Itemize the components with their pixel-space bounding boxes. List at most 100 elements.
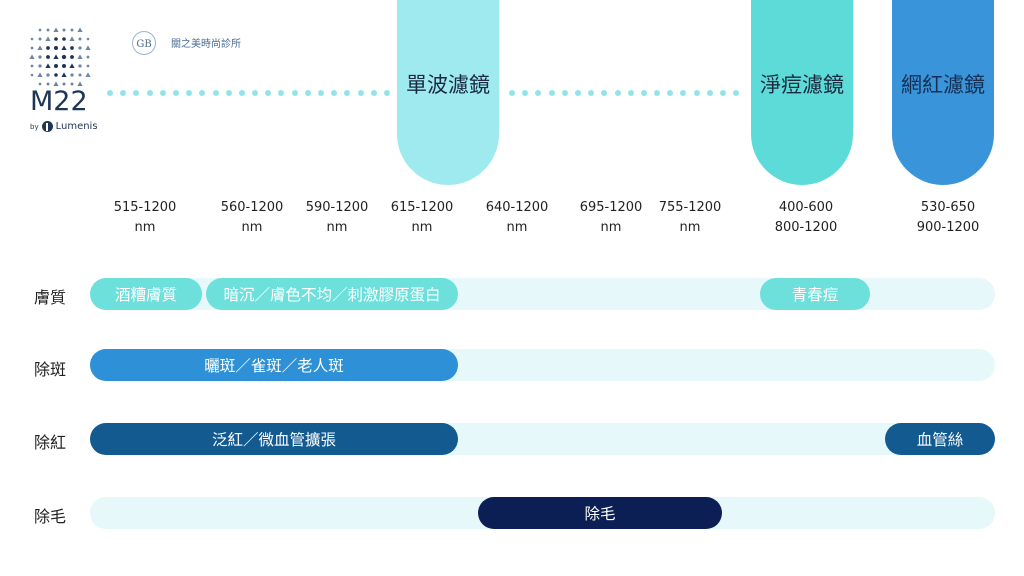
row-label-skin-quality: 膚質 xyxy=(34,288,67,307)
lumenis-logo-icon xyxy=(41,121,53,132)
wavelength-acne: 400-600 800-1200 xyxy=(761,198,851,238)
logo-dot xyxy=(70,28,74,32)
dotted-connector-middle xyxy=(509,89,740,97)
connector-dot xyxy=(331,90,338,96)
logo-dot xyxy=(46,82,50,86)
logo-dot xyxy=(46,55,50,59)
logo-dot xyxy=(62,28,66,32)
wavelength-range: 530-650 xyxy=(920,200,976,215)
logo-dot xyxy=(78,64,82,68)
wavelength-unit: nm xyxy=(411,220,433,235)
logo-dot xyxy=(53,27,59,32)
wavelength-range-secondary: 800-1200 xyxy=(774,220,838,235)
filter-single-wave: 單波濾鏡 xyxy=(397,0,499,185)
logo-dot xyxy=(61,63,67,69)
treatment-redness-capillaries: 泛紅／微血管擴張 xyxy=(90,423,458,455)
logo-dot xyxy=(78,73,82,77)
connector-dot xyxy=(225,90,232,96)
treatment-rosacea: 酒糟膚質 xyxy=(90,278,202,310)
logo-dot xyxy=(37,72,43,77)
row-label-hair-removal: 除毛 xyxy=(34,507,67,526)
connector-dot xyxy=(238,90,245,96)
logo-dot xyxy=(69,36,75,41)
logo-dot xyxy=(86,55,90,59)
wavelength-615: 615-1200 nm xyxy=(377,198,467,238)
connector-dot xyxy=(654,90,661,96)
connector-dot xyxy=(146,90,153,96)
wavelength-695: 695-1200 nm xyxy=(566,198,656,238)
filter-vascular-label: 網紅濾鏡 xyxy=(901,73,985,97)
connector-dot xyxy=(522,90,529,96)
connector-dot xyxy=(107,90,113,96)
logo-dot xyxy=(46,46,50,50)
logo-dot xyxy=(30,46,34,50)
connector-dot xyxy=(199,90,206,96)
connector-dot xyxy=(278,90,285,96)
connector-dot xyxy=(548,90,555,96)
connector-dot xyxy=(601,90,608,96)
logo-dot xyxy=(53,45,59,51)
wavelength-range: 755-1200 xyxy=(658,200,722,215)
wavelength-range-secondary: 900-1200 xyxy=(916,220,980,235)
treatment-acne: 青春痘 xyxy=(760,278,870,310)
logo-dot xyxy=(86,64,90,68)
connector-dot xyxy=(172,90,179,96)
logo-dot xyxy=(70,82,74,86)
logo-dot xyxy=(78,37,82,41)
logo-dot xyxy=(38,55,42,59)
connector-dot xyxy=(304,90,311,96)
logo-dot xyxy=(85,72,91,77)
m22-logo-mark-icon xyxy=(29,27,91,86)
wavelength-range: 695-1200 xyxy=(579,200,643,215)
logo-dot xyxy=(78,46,82,50)
wavelength-unit: nm xyxy=(326,220,348,235)
connector-dot xyxy=(693,90,700,96)
connector-dot xyxy=(574,90,581,96)
logo-dot xyxy=(38,82,42,86)
brand-by-text: by xyxy=(30,122,39,131)
treatment-sun-spots: 曬斑／雀斑／老人斑 xyxy=(90,349,458,381)
connector-dot xyxy=(614,90,621,96)
connector-dot xyxy=(640,90,647,96)
logo-dot xyxy=(38,37,42,41)
connector-dot xyxy=(680,90,687,96)
connector-dot xyxy=(733,90,740,96)
dotted-connector-left xyxy=(107,89,390,97)
logo-dot xyxy=(62,82,66,86)
wavelength-755: 755-1200 nm xyxy=(645,198,735,238)
wavelength-560: 560-1200 nm xyxy=(207,198,297,238)
wavelength-range: 615-1200 xyxy=(390,200,454,215)
connector-dot xyxy=(667,90,674,96)
wavelength-515: 515-1200 nm xyxy=(100,198,190,238)
connector-dot xyxy=(706,90,713,96)
connector-dot xyxy=(588,90,595,96)
logo-dot xyxy=(77,27,83,32)
row-label-redness-removal: 除紅 xyxy=(34,433,67,452)
logo-dot xyxy=(45,36,51,41)
logo-dot xyxy=(85,45,91,50)
logo-dot xyxy=(54,73,58,77)
brand-maker: by Lumenis xyxy=(30,121,98,132)
wavelength-unit: nm xyxy=(679,220,701,235)
connector-dot xyxy=(357,90,364,96)
wavelength-unit: nm xyxy=(134,220,156,235)
connector-dot xyxy=(318,90,324,96)
treatment-hair-removal: 除毛 xyxy=(478,497,722,529)
connector-dot xyxy=(383,90,390,96)
connector-dot xyxy=(720,90,726,96)
connector-dot xyxy=(212,90,219,96)
connector-dot xyxy=(344,90,351,96)
logo-dot xyxy=(38,64,42,68)
connector-dot xyxy=(291,90,298,96)
filter-acne: 淨痘濾鏡 xyxy=(751,0,853,185)
wavelength-unit: nm xyxy=(241,220,263,235)
wavelength-unit: nm xyxy=(506,220,528,235)
wavelength-range: 560-1200 xyxy=(220,200,284,215)
logo-dot xyxy=(70,73,74,77)
connector-dot xyxy=(370,90,377,96)
clinic-logo-icon: GB xyxy=(132,31,156,55)
wavelength-vascular: 530-650 900-1200 xyxy=(903,198,993,238)
connector-dot xyxy=(252,90,259,96)
brand-product-name: M22 xyxy=(30,86,88,117)
treatment-spider-veins: 血管絲 xyxy=(885,423,995,455)
